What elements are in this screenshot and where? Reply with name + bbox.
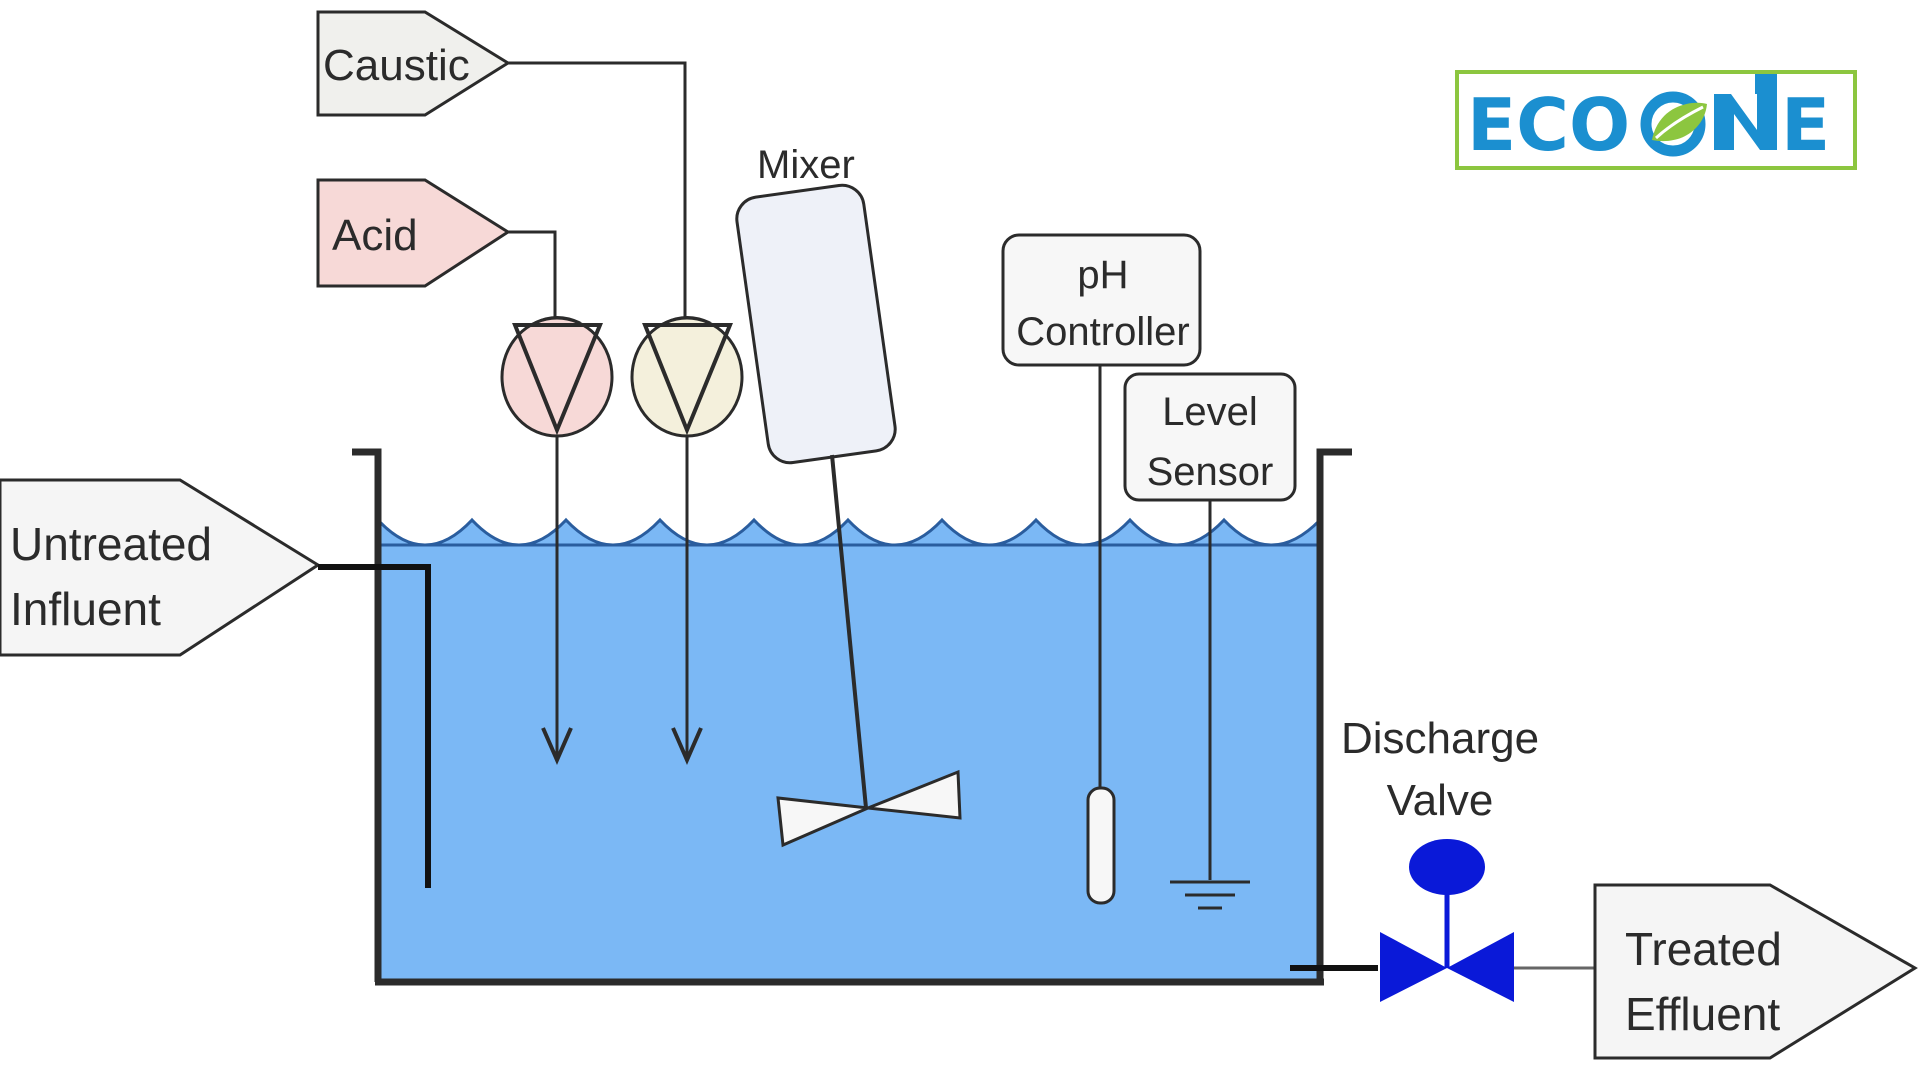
caustic-pump <box>630 316 744 438</box>
logo-text-right: E <box>1781 83 1830 166</box>
level-sensor-line1: Level <box>1162 390 1258 434</box>
logo-n-one <box>1714 58 1777 150</box>
level-sensor-line2: Sensor <box>1147 450 1274 494</box>
tank-water <box>378 545 1320 982</box>
mixer-blade-left <box>776 796 874 848</box>
influent-pipe <box>318 564 431 888</box>
treated-effluent-tag <box>1593 883 1918 1060</box>
logo-text-left: ECO <box>1467 83 1630 166</box>
treated-label-line1: Treated <box>1625 923 1782 975</box>
discharge-valve-icon <box>1380 839 1514 1002</box>
mixer-label: Mixer <box>757 143 855 187</box>
mixer-shaft <box>830 454 868 809</box>
acid-line <box>508 230 557 318</box>
caustic-line <box>508 61 687 318</box>
ph-probe <box>1086 786 1116 905</box>
ph-controller-line1: pH <box>1077 253 1128 297</box>
ph-controller-line2: Controller <box>1016 310 1189 354</box>
ecoone-logo-mark: ECO E <box>1467 58 1830 167</box>
mixer-blade-right <box>867 769 962 820</box>
discharge-label-line1: Discharge <box>1341 714 1539 763</box>
mixer-motor <box>735 183 897 465</box>
caustic-label: Caustic <box>323 41 470 90</box>
acid-arrow-icon <box>541 727 573 765</box>
acid-tag <box>316 178 511 288</box>
ecoone-logo: ECO E <box>1455 58 1857 170</box>
untreated-label-line1: Untreated <box>10 518 212 570</box>
acid-label: Acid <box>332 211 418 260</box>
caustic-arrow-icon <box>671 727 703 765</box>
logo-o-circle <box>1640 91 1706 157</box>
tank-wall-right <box>1316 448 1352 982</box>
water-surface-waves <box>376 516 1322 547</box>
caustic-tag <box>316 10 511 117</box>
acid-pump <box>500 316 614 438</box>
treated-label-line2: Effluent <box>1625 988 1780 1040</box>
tank-wall-left <box>352 448 382 982</box>
untreated-influent-tag <box>0 478 321 657</box>
level-ground-icon <box>1170 880 1250 910</box>
discharge-label-line2: Valve <box>1387 776 1494 825</box>
untreated-label-line2: Influent <box>10 583 161 635</box>
